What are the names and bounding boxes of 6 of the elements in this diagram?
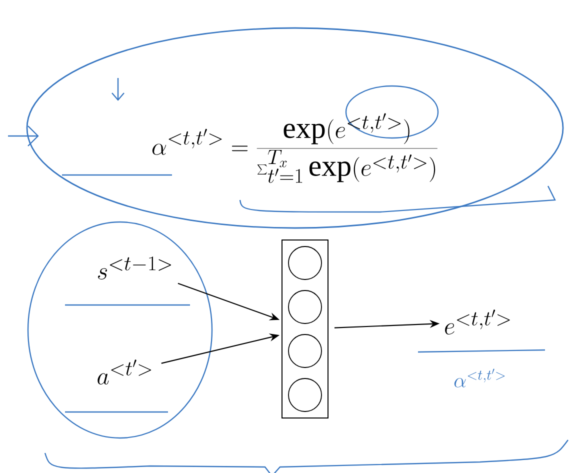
neuron-column-drawing bbox=[282, 240, 328, 418]
math-term: $e^{<t,t'>}$ bbox=[445, 310, 510, 335]
softmax-equation: $\alpha^{<t,t'>} = \frac{\exp(e^{<t,t'>})}{\sum_{t'=1}^{T_x}\exp(e^{<t,t'>})}$ bbox=[152, 113, 438, 183]
handwritten-note: $\alpha^{<t,t'>}$ bbox=[454, 368, 505, 388]
math-term: $a^{<t'>}$ bbox=[98, 360, 152, 385]
math-term: $s^{<t-1>}$ bbox=[98, 256, 172, 280]
